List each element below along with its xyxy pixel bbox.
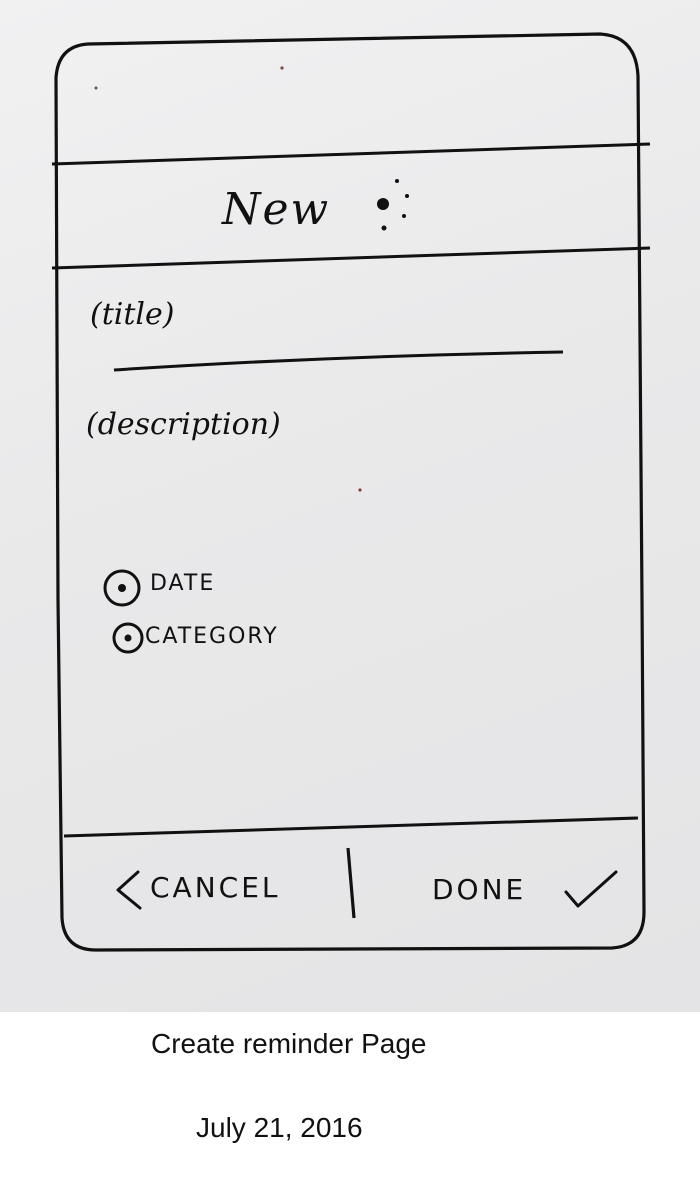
radio-category-icon[interactable]	[112, 622, 144, 654]
cancel-button[interactable]: CANCEL	[150, 871, 281, 904]
caption-date: July 21, 2016	[196, 1112, 363, 1143]
title-input[interactable]: (title)	[90, 297, 175, 332]
footer-separator	[346, 847, 356, 919]
sketch-photo: New (title) (description) DATE CATEGORY …	[0, 0, 700, 1012]
radio-date-icon[interactable]	[103, 569, 141, 607]
option-date-label[interactable]: DATE	[150, 571, 216, 596]
header-divider	[51, 246, 651, 270]
wireframe-sketch	[51, 32, 651, 952]
status-divider	[51, 142, 651, 166]
caption-title: Create reminder Page	[151, 1028, 427, 1059]
chevron-left-icon	[116, 870, 142, 910]
paper-speck	[280, 66, 284, 70]
title-underline	[113, 350, 564, 372]
checkmark-icon	[564, 870, 618, 908]
header-title: New	[222, 184, 331, 235]
phone-frame	[54, 32, 646, 952]
more-dots-icon[interactable]	[377, 179, 409, 231]
description-input[interactable]: (description)	[86, 407, 281, 442]
option-category-label[interactable]: CATEGORY	[145, 624, 279, 649]
footer-divider	[63, 816, 639, 838]
done-button[interactable]: DONE	[432, 873, 527, 906]
paper-speck	[358, 488, 362, 492]
paper-speck	[94, 86, 98, 90]
